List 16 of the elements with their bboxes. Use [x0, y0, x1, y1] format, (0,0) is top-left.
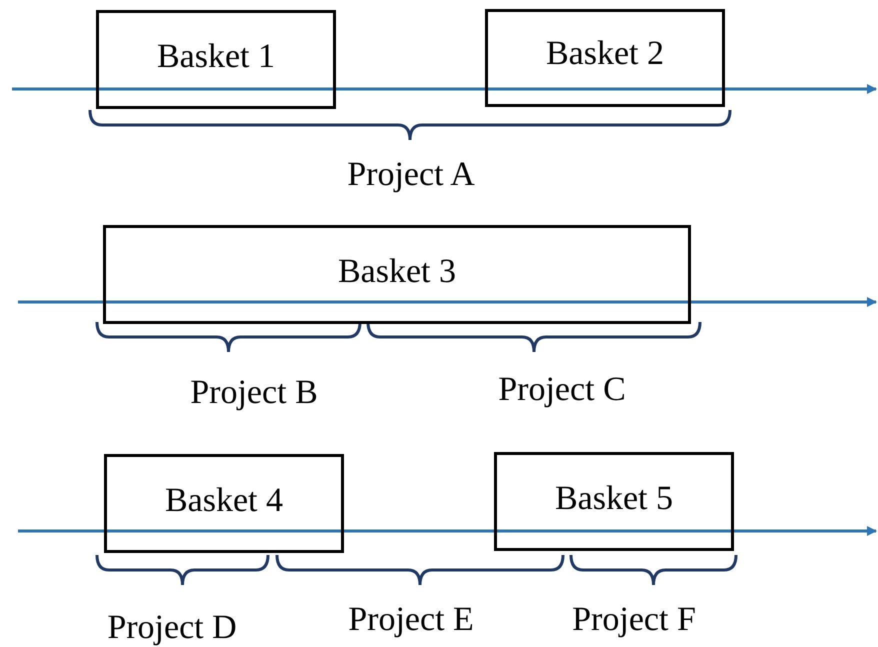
box-label: Basket 2	[546, 35, 664, 73]
box-label: Basket 3	[338, 253, 456, 291]
project-label: Project D	[107, 609, 237, 647]
basket-box	[494, 452, 734, 551]
basket-box	[103, 225, 691, 324]
project-label: Project E	[348, 601, 474, 639]
box-label: Basket 5	[554, 480, 674, 518]
basket-box	[104, 454, 344, 553]
project-label: Project F	[572, 601, 696, 639]
box-label: Basket 4	[164, 482, 284, 520]
box-label: Basket 1	[156, 38, 276, 76]
project-label: Project B	[190, 374, 318, 412]
basket-box	[96, 10, 336, 109]
project-label: Project A	[347, 156, 475, 194]
project-label: Project C	[498, 371, 626, 409]
basket-box	[485, 9, 725, 107]
